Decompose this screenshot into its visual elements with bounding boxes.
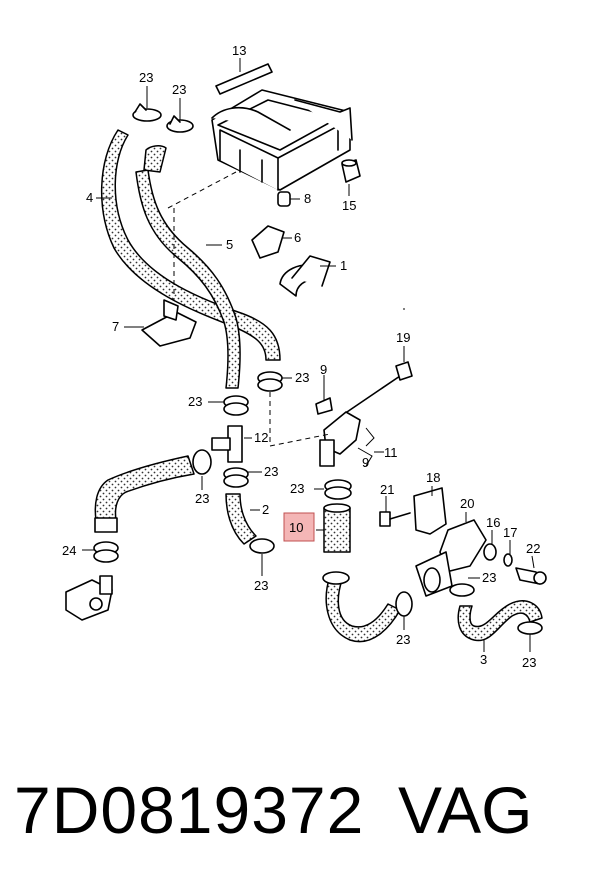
part-13-strip [215, 63, 273, 95]
callout-23-d: 23 [188, 394, 202, 409]
hose-right-bend [325, 575, 401, 643]
callout-23-a: 23 [139, 70, 153, 85]
callout-6: 6 [294, 230, 301, 245]
callout-4: 4 [86, 190, 93, 205]
part-12-t-piece [211, 425, 243, 463]
callout-17: 17 [503, 525, 517, 540]
part-18-bracket [413, 487, 447, 535]
clamp-24 [93, 541, 119, 563]
callout-3: 3 [480, 652, 487, 667]
hose-10 [323, 507, 351, 553]
footer: 7D0819372 VAG [0, 770, 600, 870]
clamp-23-hose-3-top [449, 583, 475, 597]
part-17-ring [503, 553, 513, 567]
clamp-23-left-t [192, 449, 212, 475]
parts-diagram: 13 23 23 4 5 6 1 7 8 15 23 23 12 23 23 2… [62, 43, 547, 670]
clamp-23-right-mid [322, 571, 350, 585]
callout-23-i: 23 [482, 570, 496, 585]
part-8-plug [277, 191, 291, 207]
callout-20: 20 [460, 496, 474, 511]
callout-10-highlight [283, 512, 315, 542]
clamp-23-hose-3-end [517, 621, 543, 635]
hose-end-stub [143, 145, 167, 173]
assembly-line-3 [269, 392, 331, 447]
assembly-line-1 [167, 171, 237, 209]
part-21-bolt [379, 511, 411, 527]
part-7-bracket [141, 299, 197, 347]
part-22-screw [515, 567, 547, 585]
callout-9-b: 9 [362, 455, 369, 470]
callout-13: 13 [232, 43, 246, 58]
callout-16: 16 [486, 515, 500, 530]
callout-11: 11 [384, 445, 398, 460]
callout-23-b: 23 [172, 82, 186, 97]
heater-box [211, 89, 353, 191]
callout-23-f: 23 [195, 491, 209, 506]
leader-lines [82, 58, 535, 652]
callout-23-k: 23 [522, 655, 536, 670]
callout-23-g: 23 [254, 578, 268, 593]
hose-2 [225, 493, 257, 545]
hose-left-bend [94, 455, 195, 521]
callout-2: 2 [262, 502, 269, 517]
clamp-23-right-top [324, 479, 352, 500]
clamp-23-mid-left [223, 395, 249, 416]
brand-name: VAG [398, 773, 533, 847]
callout-1: 1 [340, 258, 347, 273]
callout-18: 18 [426, 470, 440, 485]
part-number: 7D0819372 [14, 773, 365, 847]
callout-24: 24 [62, 543, 76, 558]
hose-4 [101, 129, 281, 361]
part-19-cable [343, 361, 413, 415]
hose-3 [457, 600, 543, 642]
callout-23-e: 23 [264, 464, 278, 479]
callout-22: 22 [526, 541, 540, 556]
callout-19: 19 [396, 330, 410, 345]
part-20-pump [415, 519, 487, 597]
hose-left-end [94, 517, 118, 533]
clamp-23-right-low [395, 591, 413, 617]
valve-fitting [65, 575, 113, 621]
callout-9-a: 9 [320, 362, 327, 377]
part-9-clip [315, 397, 333, 415]
callout-7: 7 [112, 319, 119, 334]
part-6-clip [251, 225, 285, 259]
callout-5: 5 [226, 237, 233, 252]
callout-23-c: 23 [295, 370, 309, 385]
clamp-23-mid-right [257, 371, 283, 392]
clamp-23-top-left [132, 103, 162, 122]
callout-23-j: 23 [396, 632, 410, 647]
callout-23-h: 23 [290, 481, 304, 496]
clamp-23-below-t [223, 467, 249, 488]
callout-10: 10 [289, 520, 303, 535]
part-15-grommet [341, 159, 361, 183]
part-1-clip [279, 255, 331, 297]
callout-12: 12 [254, 430, 268, 445]
callout-15: 15 [342, 198, 356, 213]
hose-5 [135, 169, 241, 389]
callout-8: 8 [304, 191, 311, 206]
clamp-23-hose-2 [249, 538, 275, 554]
part-16-seal [483, 543, 497, 561]
callout-21: 21 [380, 482, 394, 497]
part-11-valve [319, 411, 361, 467]
